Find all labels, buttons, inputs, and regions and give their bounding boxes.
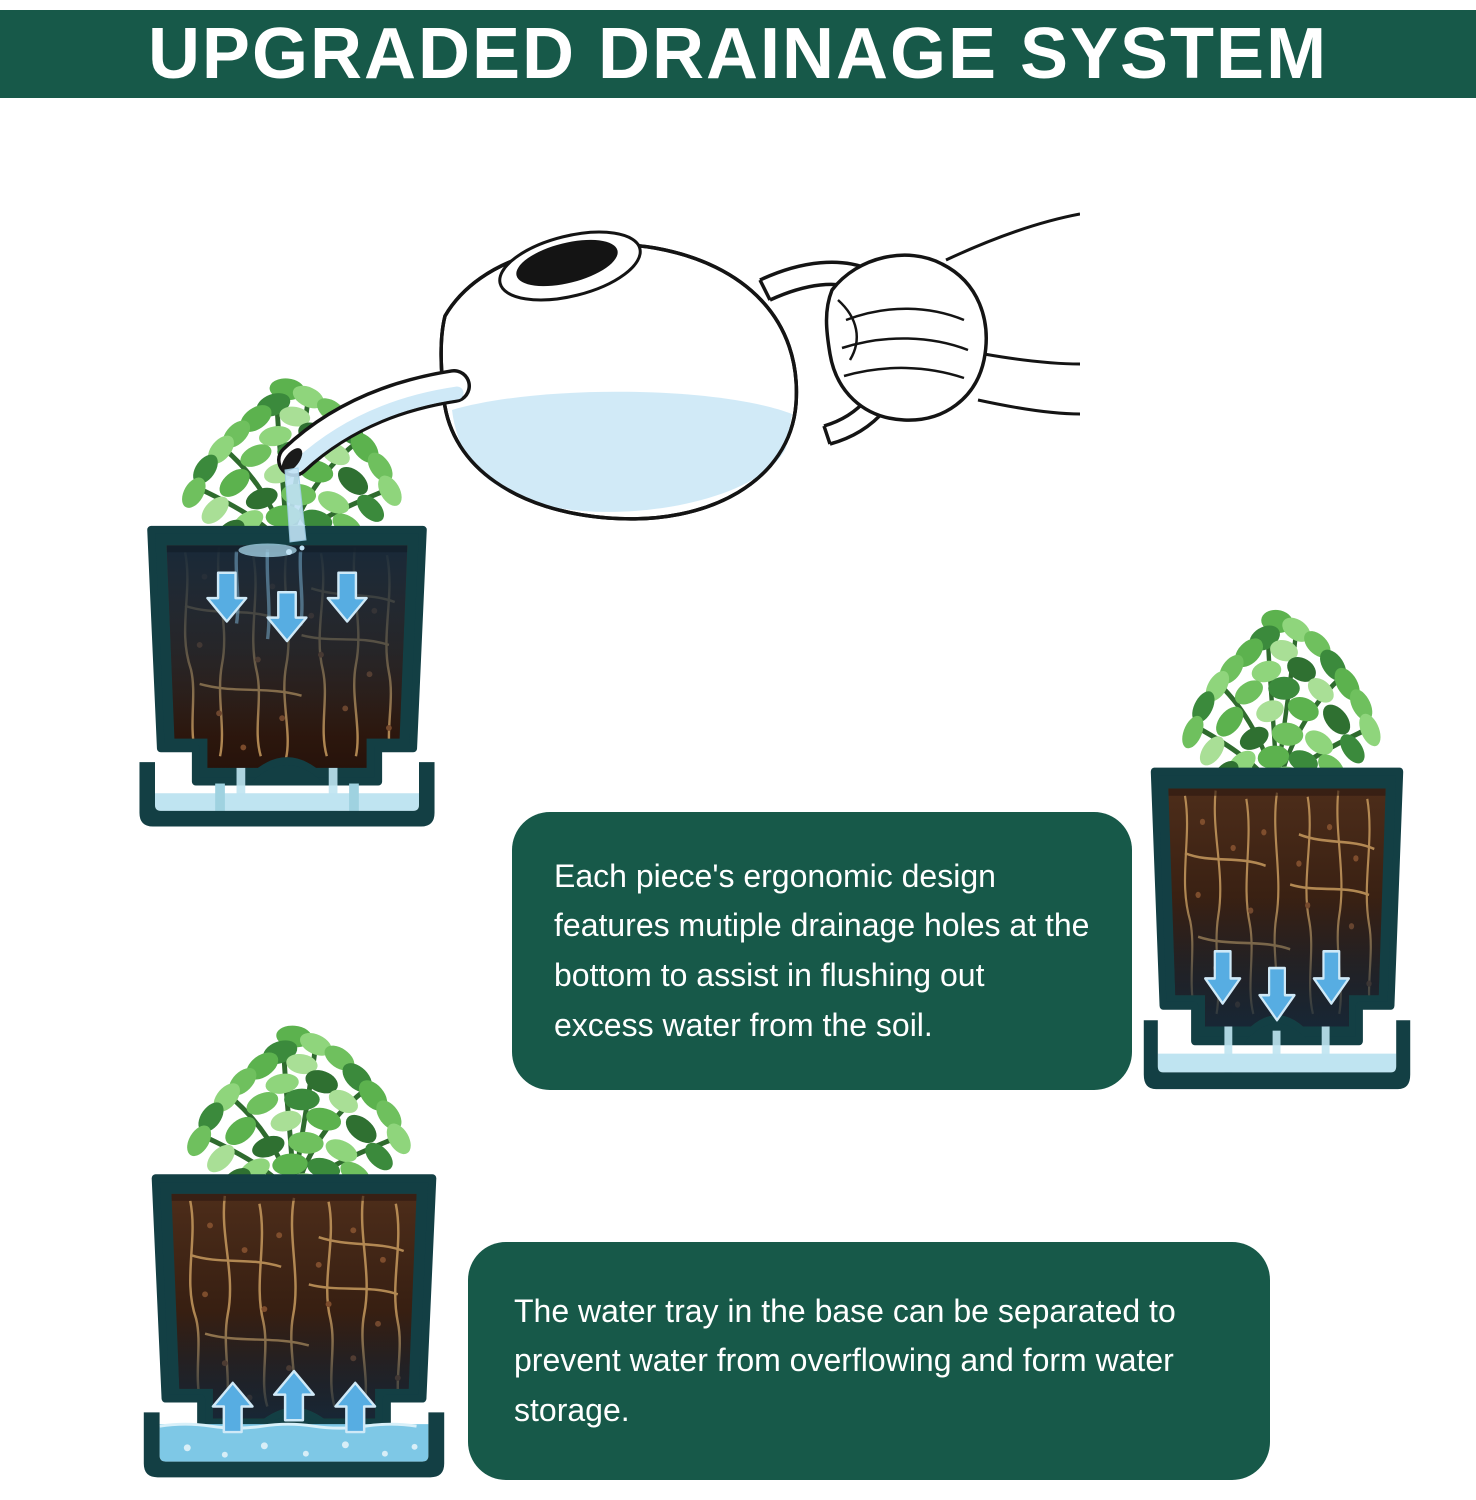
water-tray [143,1412,445,1478]
water-bubbles [183,1441,418,1458]
banner-title: UPGRADED DRAINAGE SYSTEM [147,14,1329,94]
stored-water [159,1424,429,1462]
planter-water-storage-illustration [126,1005,462,1497]
can-opening [498,230,642,302]
callout-drainage-text: Each piece's ergonomic design features m… [554,857,1090,1043]
water-tray [1143,1020,1411,1090]
spout-tip [281,448,303,472]
wick-dome [250,764,324,784]
drain-holes [236,767,338,811]
drain-holes [1224,1026,1330,1073]
callout-tray-text: The water tray in the base can be separa… [514,1292,1176,1428]
water-surface-line [159,1422,417,1430]
planter-watering-illustration [122,358,452,846]
water-stream [284,467,307,555]
pour-ripple [238,543,297,558]
planter-drainage-illustration [1128,588,1426,1110]
banner: UPGRADED DRAINAGE SYSTEM [0,10,1476,98]
water-tray [139,762,435,827]
tray-posts [215,783,359,811]
callout-drainage-holes: Each piece's ergonomic design features m… [512,812,1132,1090]
watering-can-illustration [240,148,1080,568]
can-spout [277,369,471,477]
callout-water-tray: The water tray in the base can be separa… [468,1242,1270,1480]
tray-water [155,793,419,811]
hand-outline [824,212,1080,422]
arm-outline [945,212,1080,416]
can-water-fill [452,391,792,512]
tray-water [1157,1053,1397,1073]
